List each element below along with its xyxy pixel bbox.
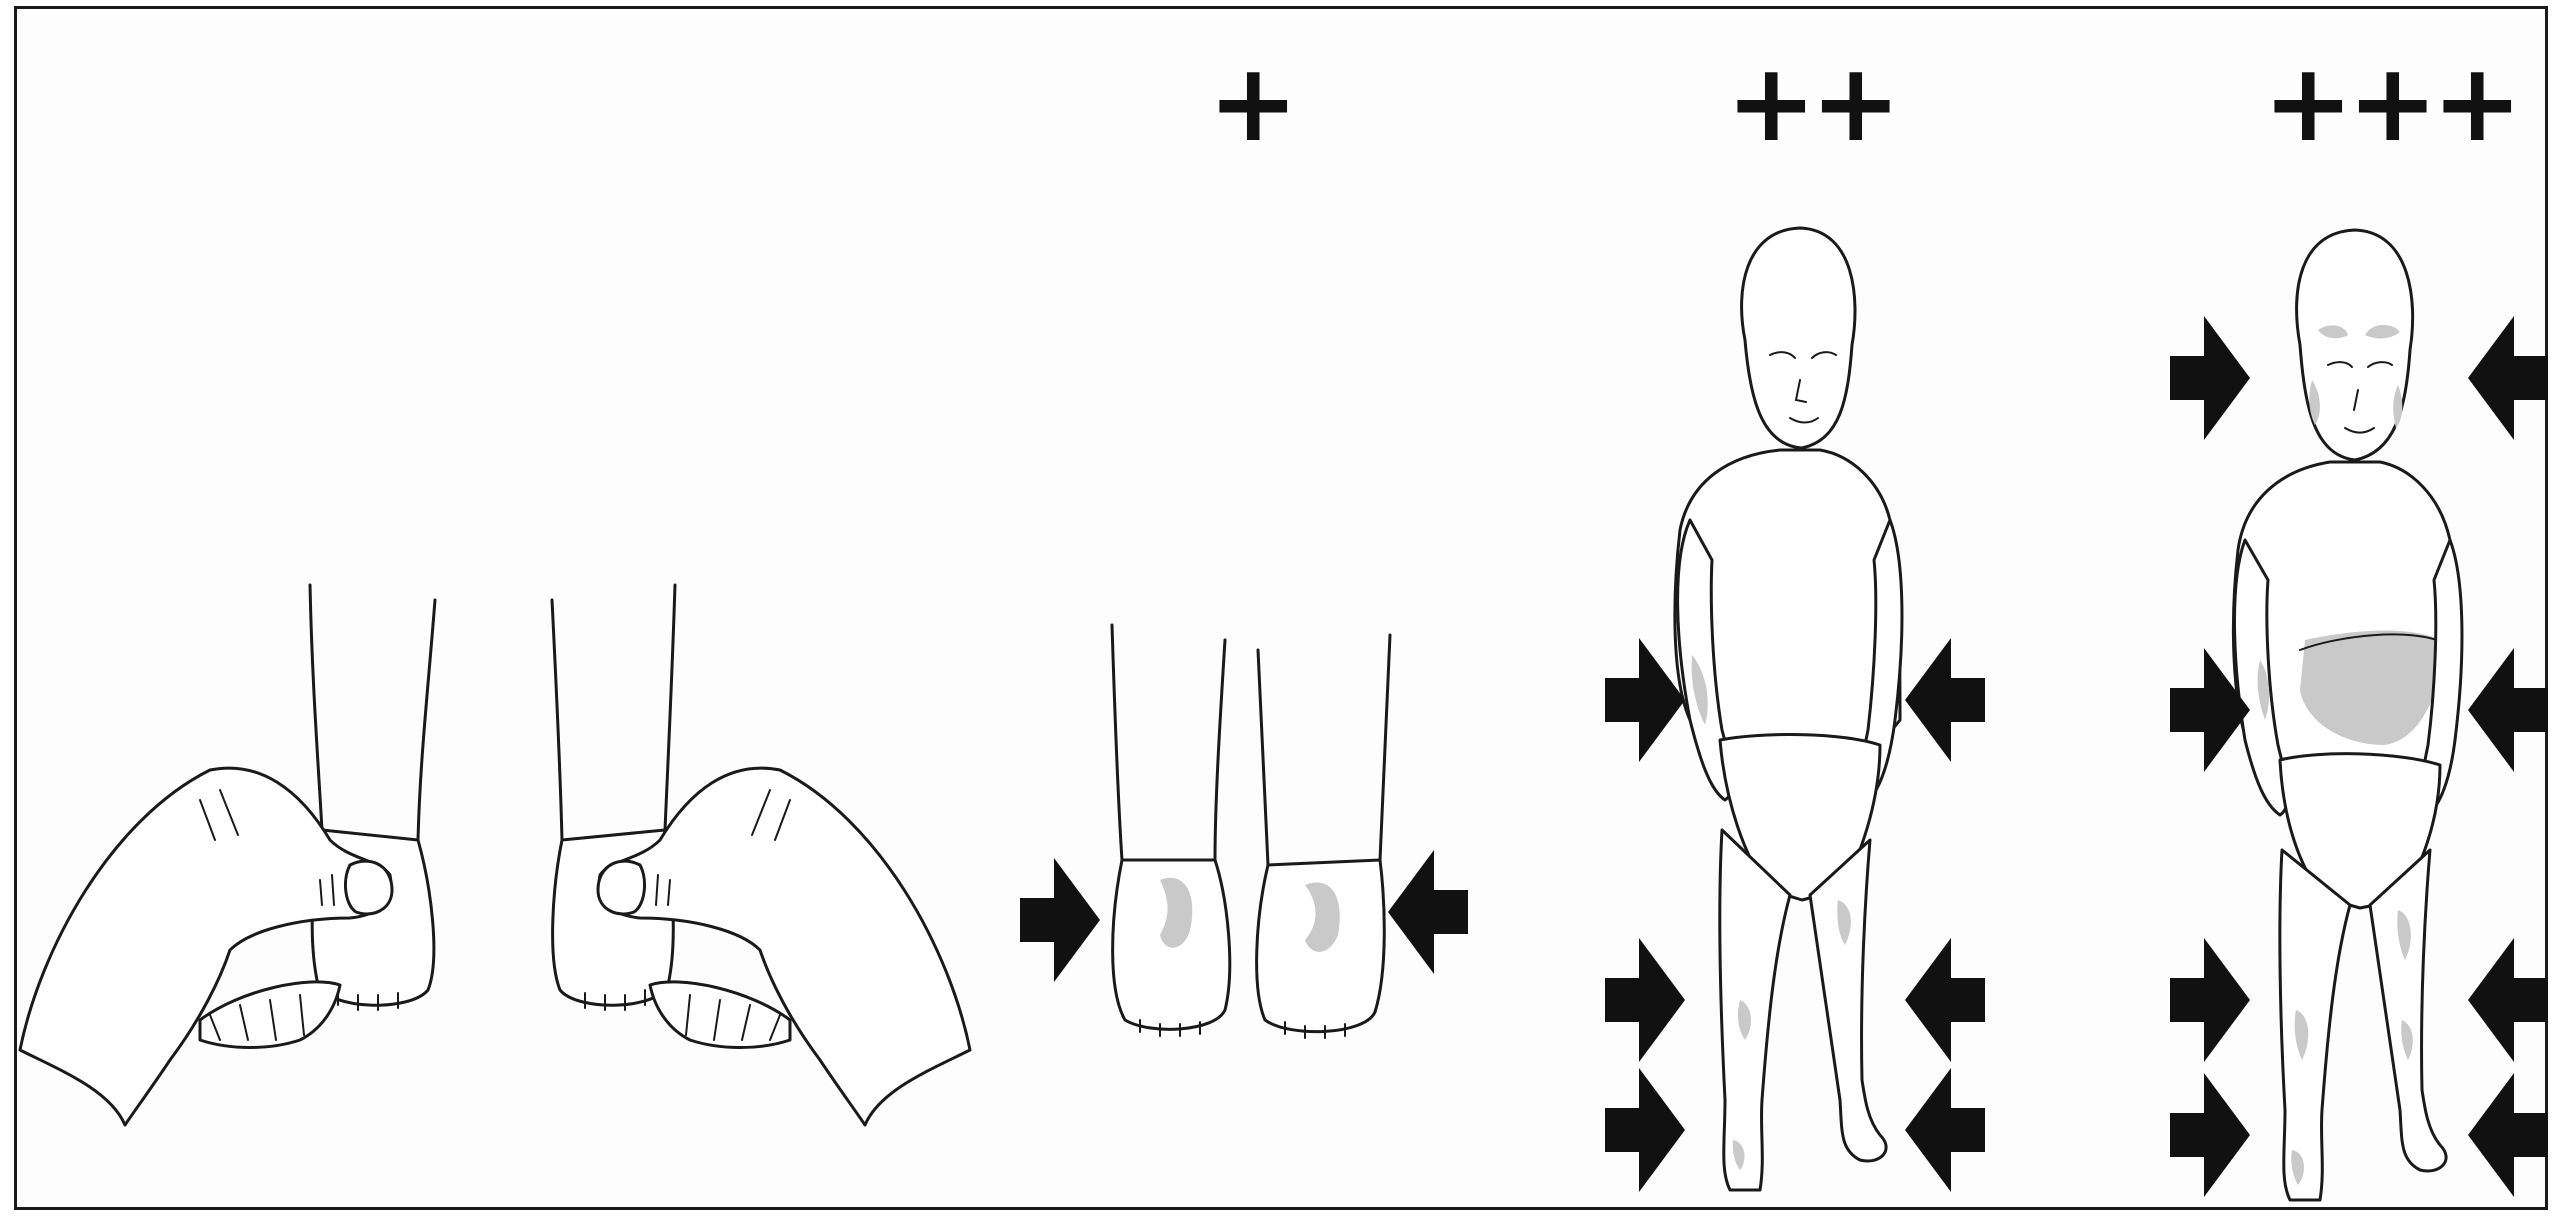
child-severe-edema-illustration (2170, 230, 2548, 1200)
arrow-left-icon (1388, 850, 1468, 974)
arrow-left-icon (2468, 1073, 2548, 1197)
arrow-right-icon (2170, 938, 2250, 1062)
arrow-left-icon (2468, 316, 2548, 440)
arrow-left-icon (2468, 648, 2548, 772)
feet-edema-illustration (1020, 625, 1468, 1038)
arrow-right-icon (1605, 1068, 1685, 1192)
thumb-press-feet-illustration (20, 585, 970, 1125)
arrow-right-icon (1020, 858, 1100, 982)
arrow-left-icon (1905, 938, 1985, 1062)
arrow-right-icon (2170, 316, 2250, 440)
arrow-left-icon (2468, 938, 2548, 1062)
arrow-left-icon (1905, 638, 1985, 762)
arrow-right-icon (2170, 1073, 2250, 1197)
arrow-right-icon (1605, 638, 1685, 762)
arrow-right-icon (1605, 938, 1685, 1062)
child-moderate-edema-illustration (1605, 228, 1985, 1192)
arrow-left-icon (1905, 1068, 1985, 1192)
